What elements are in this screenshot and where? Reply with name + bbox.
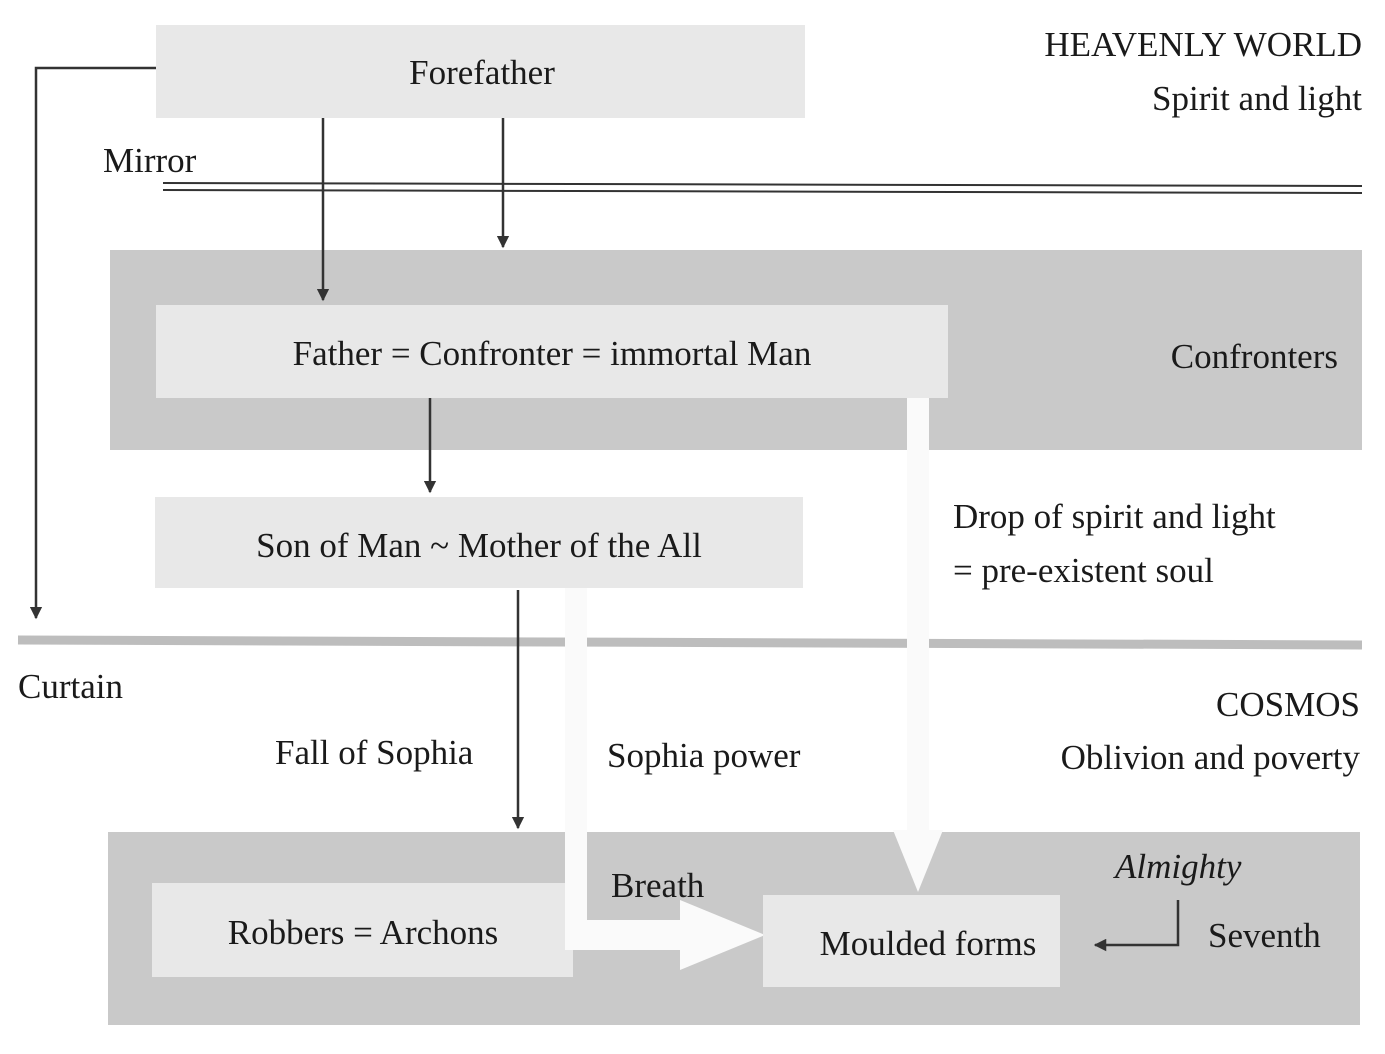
drop-label-1: Drop of spirit and light: [953, 497, 1276, 536]
forefather-label: Forefather: [409, 53, 555, 92]
curtain-label: Curtain: [18, 667, 123, 706]
mirror-line: [162, 182, 1363, 187]
almighty-label: Almighty: [1113, 847, 1242, 886]
father-label: Father = Confronter = immortal Man: [293, 334, 812, 373]
breath-label: Breath: [611, 866, 705, 905]
seventh-label: Seventh: [1208, 916, 1321, 955]
drop-of-spirit-arrow: [893, 398, 943, 892]
mirror-label: Mirror: [103, 141, 197, 180]
son-label: Son of Man ~ Mother of the All: [256, 526, 702, 565]
robbers-box: [152, 883, 573, 977]
sophia-power-label: Sophia power: [607, 736, 801, 775]
forefather-to-curtain-arrow: [29, 66, 156, 620]
confronters-label: Confronters: [1171, 337, 1338, 376]
almighty-arrow: [1093, 900, 1180, 952]
moulded-forms-label: Moulded forms: [820, 924, 1037, 963]
cosmos-subtitle: Oblivion and poverty: [1061, 738, 1361, 777]
robbers-label: Robbers = Archons: [228, 913, 499, 952]
sophia-power-arrow: [565, 588, 765, 970]
fall-of-sophia-label: Fall of Sophia: [275, 733, 474, 772]
drop-label-2: = pre-existent soul: [953, 551, 1214, 590]
curtain-line: [17, 635, 1363, 650]
heavenly-world-subtitle: Spirit and light: [1152, 79, 1362, 118]
moulded-forms-box: [763, 895, 1060, 987]
forefather-box: [156, 25, 805, 118]
father-box: [156, 305, 948, 398]
son-box: [155, 497, 803, 588]
cosmos-title: COSMOS: [1216, 685, 1360, 724]
mirror-line-2: [162, 189, 1363, 194]
heavenly-world-title: HEAVENLY WORLD: [1044, 25, 1362, 64]
